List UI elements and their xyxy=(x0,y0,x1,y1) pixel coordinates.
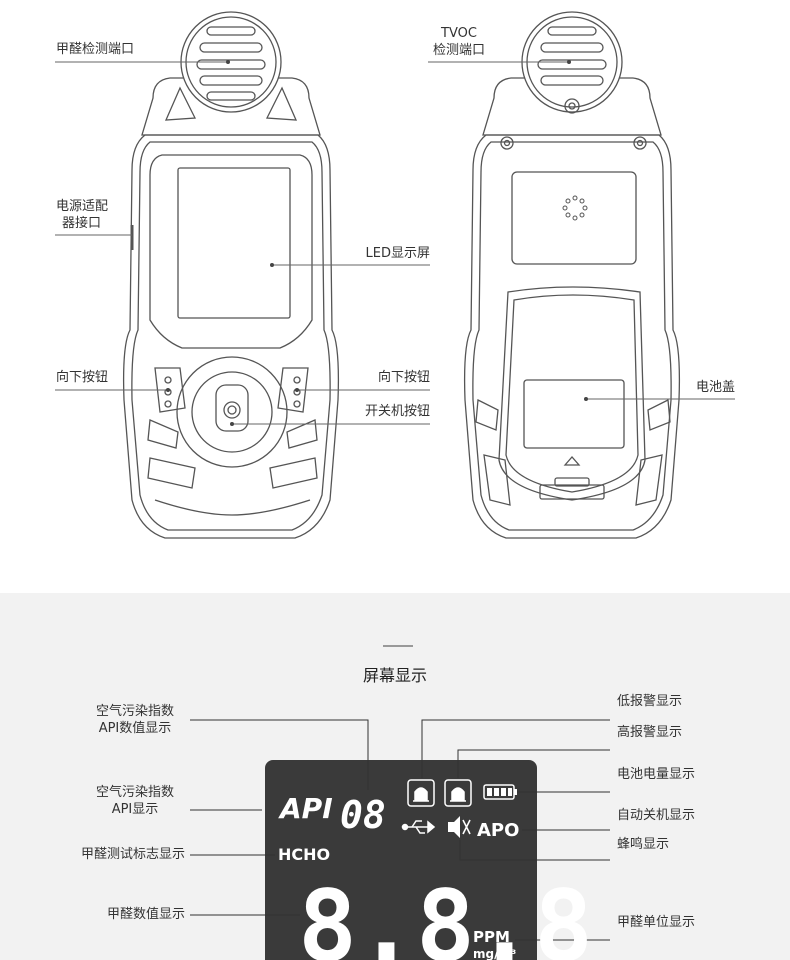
down-button-left-label: 向下按钮 xyxy=(56,370,109,385)
power-button-label: 开关机按钮 xyxy=(364,404,430,419)
power-adapter-label-line2: 器接口 xyxy=(62,216,102,231)
hcho-mark-label: 甲醛测试标志显示 xyxy=(80,847,185,862)
formaldehyde-port-label: 甲醛检测端口 xyxy=(56,42,135,57)
device-drawings xyxy=(55,11,735,539)
api-value-label-line2: API数值显示 xyxy=(98,721,172,736)
front-device xyxy=(122,11,340,539)
screen-section-title: 屏幕显示 xyxy=(362,666,427,685)
down-button-right-label: 向下按钮 xyxy=(377,370,430,385)
back-device xyxy=(463,11,681,539)
high-alarm-label: 高报警显示 xyxy=(617,725,683,740)
hcho-value-label: 甲醛数值显示 xyxy=(106,907,185,922)
battery-cover-label: 电池盖 xyxy=(695,380,735,395)
tvoc-port-label-line2: 检测端口 xyxy=(432,43,485,58)
api-display-label-line2: API显示 xyxy=(111,802,159,817)
leader-lines xyxy=(55,61,735,425)
buzzer-label: 蜂鸣显示 xyxy=(617,837,670,852)
battery-level-label: 电池电量显示 xyxy=(617,767,696,782)
tvoc-port-label-line1: TVOC xyxy=(441,26,477,41)
api-value-label-line1: 空气污染指数 xyxy=(95,704,174,719)
auto-off-label: 自动关机显示 xyxy=(617,808,696,823)
api-display-label-line1: 空气污染指数 xyxy=(95,785,174,800)
led-screen-label: LED显示屏 xyxy=(365,246,430,261)
unit-label: 甲醛单位显示 xyxy=(617,915,696,930)
low-alarm-label: 低报警显示 xyxy=(617,694,683,709)
power-adapter-label-line1: 电源适配 xyxy=(56,199,109,214)
section-divider xyxy=(383,645,413,647)
